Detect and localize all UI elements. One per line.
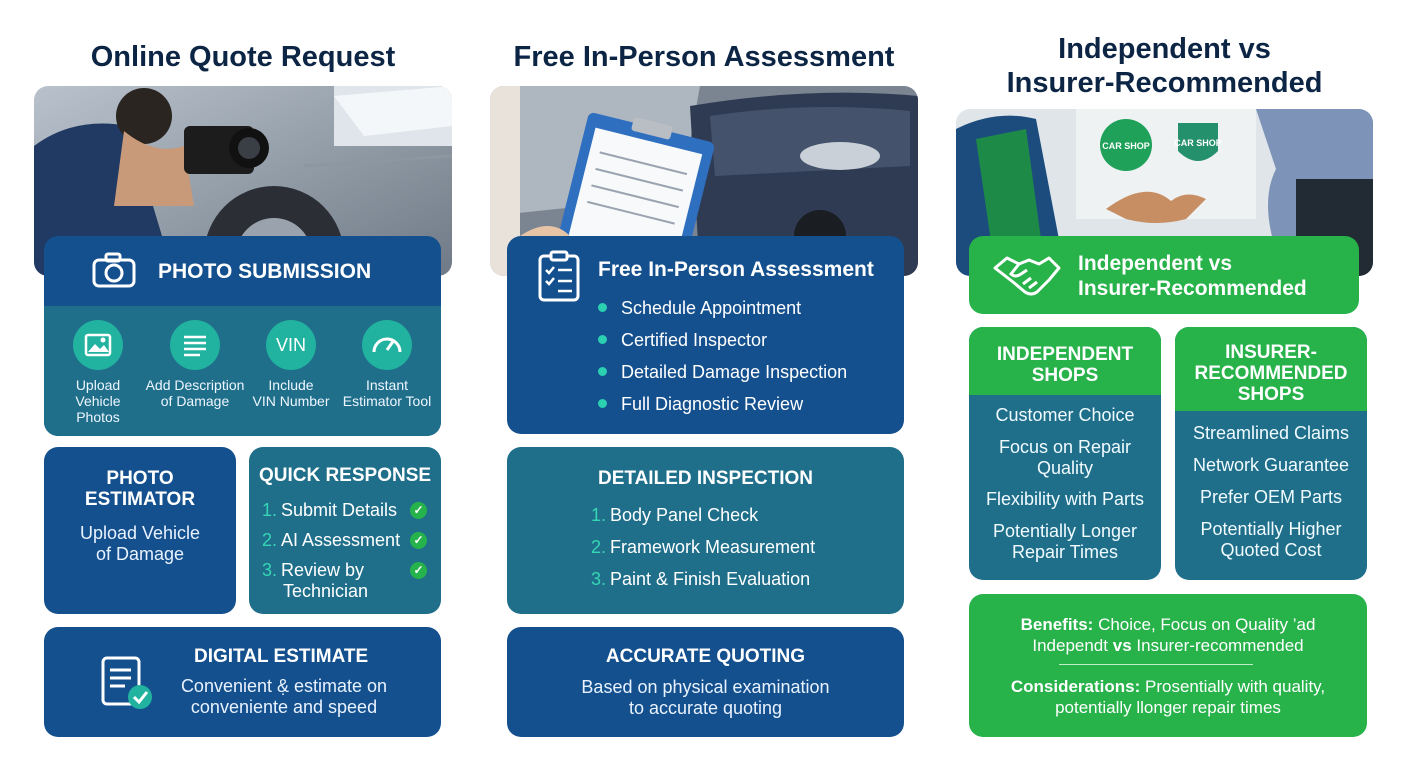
- summary-card: Benefits: Choice, Focus on Quality ’ad I…: [969, 594, 1367, 737]
- photo-submission-title: PHOTO SUBMISSION: [158, 260, 372, 283]
- description-icon: [170, 320, 220, 370]
- assessment-list: Schedule Appointment Certified Inspector…: [598, 298, 898, 428]
- shop-sign-text: CAR SHOP: [1102, 141, 1150, 151]
- list-item: Certified Inspector: [598, 330, 767, 351]
- accurate-quoting-title: ACCURATE QUOTING: [605, 646, 806, 667]
- check-icon: ✓: [410, 562, 427, 579]
- digital-estimate-title: DIGITAL ESTIMATE: [194, 646, 369, 667]
- document-check-icon: [100, 655, 156, 718]
- vin-badge-text: VIN: [275, 335, 306, 355]
- feature-estimator-label: Instant Estimator Tool: [342, 377, 432, 409]
- gauge-icon: [362, 320, 412, 370]
- list-item: Network Guarantee: [1192, 455, 1350, 475]
- list-item: Detailed Damage Inspection: [598, 362, 847, 383]
- insurer-shops-card: INSURER- RECOMMENDED SHOPS Streamlined C…: [1175, 327, 1367, 580]
- handshake-icon: [993, 250, 1061, 305]
- step-ai: 2.AI Assessment: [262, 530, 401, 550]
- list-item: Full Diagnostic Review: [598, 394, 803, 415]
- photo-estimator-body: Upload Vehicle of Damage: [79, 523, 201, 564]
- check-icon: ✓: [410, 502, 427, 519]
- list-item: Schedule Appointment: [598, 298, 801, 319]
- quick-response-title: QUICK RESPONSE: [258, 465, 432, 486]
- accurate-quoting-card: ACCURATE QUOTING Based on physical exami…: [507, 627, 904, 737]
- photo-estimator-title: PHOTO ESTIMATOR: [84, 468, 196, 510]
- photo-submission-panel: PHOTO SUBMISSION Upload Vehicle Photos A…: [44, 236, 441, 436]
- inspection-step: 2.Framework Measurement: [591, 537, 816, 557]
- independent-shops-card: INDEPENDENT SHOPS Customer Choice Focus …: [969, 327, 1161, 580]
- in-person-title: Free In-Person Assessment: [513, 41, 895, 73]
- step-submit: 1.Submit Details: [262, 500, 398, 520]
- assessment-card-title: Free In-Person Assessment: [598, 258, 874, 281]
- inspection-step: 3.Paint & Finish Evaluation: [591, 569, 811, 589]
- assessment-card: Free In-Person Assessment Schedule Appoi…: [507, 236, 904, 434]
- considerations-text: Considerations: Prosentially with qualit…: [1010, 677, 1326, 717]
- digital-estimate-card: DIGITAL ESTIMATE Convenient &̣ estimate …: [44, 627, 441, 737]
- inspection-step: 1.Body Panel Check: [591, 505, 759, 525]
- accurate-quoting-body: Based on physical examination to accurat…: [581, 677, 830, 718]
- feature-description-label: Add Description of Damage: [145, 377, 245, 409]
- image-icon: [73, 320, 123, 370]
- clipboard-checklist-icon: [537, 250, 581, 307]
- detailed-inspection-card: DETAILED INSPECTION 1.Body Panel Check 2…: [507, 447, 904, 614]
- list-item: Potentially Higher Quoted Cost: [1200, 519, 1342, 560]
- online-quote-title: Online Quote Request: [90, 41, 396, 73]
- list-item: Potentially Longer Repair Times: [992, 521, 1138, 562]
- list-item: Flexibility with Parts: [985, 489, 1145, 509]
- shop-sign-text: CAR SHOP: [1174, 138, 1222, 148]
- feature-vin-label: Include VIN Number: [252, 377, 330, 409]
- comparison-banner-title: Independent vs Insurer-Recommended: [1078, 252, 1307, 300]
- check-icon: ✓: [410, 532, 427, 549]
- insurer-shops-header: INSURER- RECOMMENDED SHOPS: [1175, 327, 1367, 411]
- detailed-inspection-title: DETAILED INSPECTION: [598, 468, 813, 489]
- photo-estimator-card: PHOTO ESTIMATOR Upload Vehicle of Damage: [44, 447, 236, 614]
- comparison-title: Independent vs Insurer-Recommended: [1006, 33, 1323, 99]
- digital-estimate-body: Convenient &̣ estimate on conveniente an…: [180, 676, 388, 717]
- list-item: Focus on Repair Quality: [998, 437, 1132, 478]
- summary-divider: [1059, 664, 1253, 665]
- quick-response-card: QUICK RESPONSE 1.Submit Details ✓ 2.AI A…: [249, 447, 441, 614]
- independent-shops-header: INDEPENDENT SHOPS: [969, 327, 1161, 395]
- vin-icon: VIN: [266, 320, 316, 370]
- feature-upload-label: Upload Vehicle Photos: [75, 377, 121, 425]
- camera-icon: [92, 252, 136, 293]
- comparison-banner: Independent vs Insurer-Recommended: [969, 236, 1359, 314]
- list-item: Streamlined Claims: [1192, 423, 1350, 443]
- list-item: Prefer OEM Parts: [1199, 487, 1343, 507]
- photo-submission-header: PHOTO SUBMISSION: [44, 236, 441, 306]
- step-review: 3.Review by Technician: [262, 560, 369, 601]
- list-item: Customer Choice: [995, 405, 1135, 425]
- benefits-text: Benefits: Choice, Focus on Quality ’ad I…: [1020, 615, 1316, 655]
